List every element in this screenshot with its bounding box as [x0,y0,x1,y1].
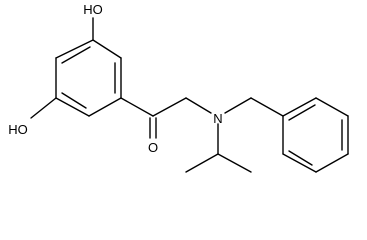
nitrogen-to-benzyl-bond [224,97,252,114]
ring-bond [282,97,317,117]
dihydroxyphenyl-ring [55,39,122,117]
ring-bond [92,39,122,59]
ring-double-bond [288,150,313,166]
hydroxyl-label-left: HO [8,122,28,137]
isopropyl-methyl-bond-left [185,153,219,173]
benzyl-methylene-bond [250,97,284,117]
methylene-to-nitrogen-bond [185,97,212,114]
hydroxyl-bond-left [30,97,57,119]
isopropyl-methyl-bond-right [217,153,252,173]
ring-to-carbonyl-bond [120,97,154,117]
ring-double-bond [61,92,87,109]
ring-bond [315,153,349,173]
carbonyl-to-methylene-bond [152,97,187,117]
ring-bond [55,39,94,59]
ring-bond [315,97,349,117]
ring-bond [88,97,122,117]
molecule-structure-diagram: HO HO O N [8,2,349,173]
hydroxyl-label-top: HO [83,2,103,17]
carbonyl-oxygen-label: O [148,140,158,155]
ring-double-bond [288,104,316,121]
amine-nitrogen-label: N [213,111,222,126]
ring-bond [282,153,317,173]
ring-double-bond [61,46,91,64]
ring-bond [55,97,90,117]
phenyl-ring [282,97,349,173]
